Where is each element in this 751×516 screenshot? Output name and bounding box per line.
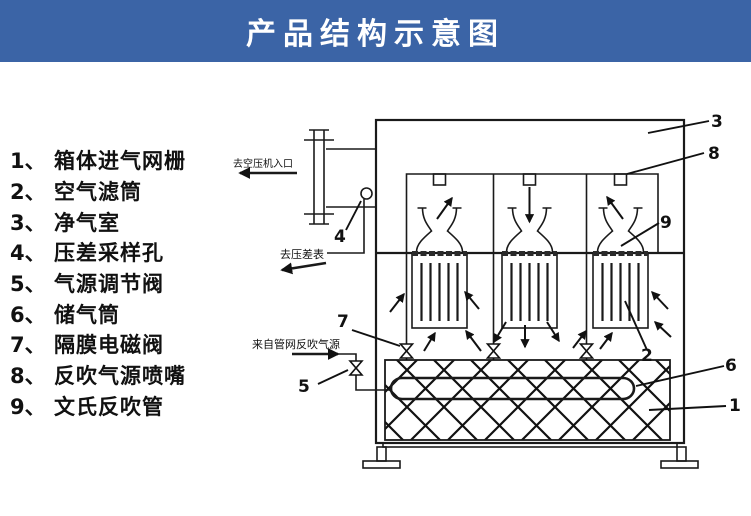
callout-5: 5 [298, 377, 310, 397]
callout-9: 9 [660, 213, 672, 233]
legend-item-2: 2、 空气滤筒 [10, 176, 240, 207]
clean-air-chamber [405, 173, 659, 253]
legend-item-label: 箱体进气网栅 [54, 149, 186, 174]
pressure-sampling-hole [360, 187, 373, 200]
label-to-compressor-inlet: 去空压机入口 [233, 157, 293, 170]
dp-gauge-line [327, 199, 365, 254]
legend-item-4: 4、 压差采样孔 [10, 237, 240, 268]
legend-item-number: 8、 [10, 364, 46, 389]
filter-cartridge [592, 251, 649, 329]
nozzle [613, 173, 628, 186]
leg [676, 446, 687, 462]
legend-item-9: 9、 文氏反吹管 [10, 391, 240, 422]
backflush-supply-pipe [337, 353, 392, 391]
legend-item-number: 2、 [10, 180, 46, 205]
parts-legend: 1、 箱体进气网栅 2、 空气滤筒 3、 净气室 4、 压差采样孔 5、 气源调… [10, 145, 240, 421]
nozzle [432, 173, 447, 186]
diaphragm-solenoid-valve [398, 343, 415, 360]
legend-item-label: 压差采样孔 [54, 241, 164, 266]
legend-item-label: 储气筒 [54, 302, 120, 327]
callout-leaders [317, 120, 727, 411]
callout-8: 8 [708, 144, 720, 164]
legend-item-label: 反吹气源喷嘴 [54, 364, 186, 389]
callout-3: 3 [711, 112, 723, 132]
callout-2: 2 [641, 346, 653, 366]
foot [362, 460, 401, 469]
legend-item-label: 隔膜电磁阀 [54, 333, 164, 358]
airflow-arrows [389, 187, 672, 352]
venturi-tube [415, 207, 464, 253]
to-dp-gauge-arrow [280, 261, 327, 275]
legend-item-3: 3、 净气室 [10, 206, 240, 237]
legend-item-5: 5、 气源调节阀 [10, 268, 240, 299]
air-storage-tank [389, 376, 636, 401]
venturi-tube [596, 207, 645, 253]
diaphragm-solenoid-valve [485, 343, 502, 360]
callout-1: 1 [729, 396, 741, 416]
nozzle [522, 173, 537, 186]
foot [660, 460, 699, 469]
legend-item-number: 1、 [10, 149, 46, 174]
callout-6: 6 [725, 356, 737, 376]
legend-item-7: 7、 隔膜电磁阀 [10, 329, 240, 360]
label-to-dp-gauge: 去压差表 [280, 247, 324, 261]
legend-item-number: 3、 [10, 210, 46, 235]
air-regulating-valve [348, 360, 364, 376]
legend-item-number: 5、 [10, 272, 46, 297]
label-backflush-source: 来自管网反吹气源 [252, 337, 340, 351]
callout-7: 7 [337, 312, 349, 332]
legend-item-label: 空气滤筒 [54, 180, 142, 205]
legend-item-number: 9、 [10, 394, 46, 419]
base-frame [382, 442, 678, 448]
legend-item-1: 1、 箱体进气网栅 [10, 145, 240, 176]
legend-item-8: 8、 反吹气源喷嘴 [10, 360, 240, 391]
diaphragm-solenoid-valve [578, 343, 595, 360]
legend-item-number: 4、 [10, 241, 46, 266]
legend-item-number: 6、 [10, 302, 46, 327]
legend-item-label: 文氏反吹管 [54, 394, 164, 419]
venturi-tube [505, 207, 554, 253]
page-title: 产品结构示意图 [246, 18, 505, 51]
legend-item-label: 气源调节阀 [54, 272, 164, 297]
outlet-duct [304, 129, 376, 225]
filter-cartridge [501, 251, 558, 329]
filter-cartridge [411, 251, 468, 329]
legend-item-label: 净气室 [54, 210, 120, 235]
callout-4: 4 [334, 227, 346, 247]
leg [376, 446, 387, 462]
legend-item-6: 6、 储气筒 [10, 298, 240, 329]
legend-item-number: 7、 [10, 333, 46, 358]
title-banner: 产品结构示意图 [0, 0, 751, 62]
